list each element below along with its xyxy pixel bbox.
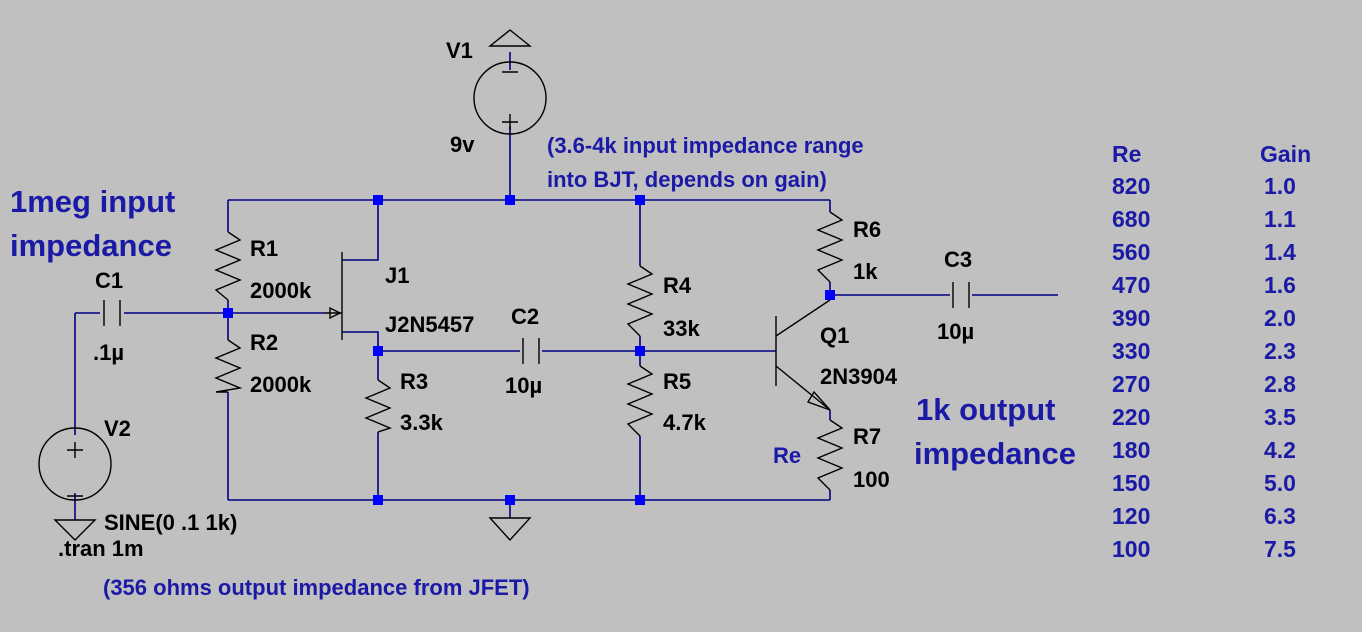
v2-value: SINE(0 .1 1k) [104,510,237,535]
r6-resistor-symbol [816,211,844,283]
r2-resistor-symbol [214,339,243,393]
ground-symbol-center [488,517,532,542]
r4-resistor-symbol [626,265,654,337]
c1-value: .1µ [93,340,124,365]
r6-value: 1k [853,259,878,284]
c2-name: C2 [511,304,539,329]
tran-directive: .tran 1m [58,536,144,561]
table-cell-gain: 1.0 [1264,173,1296,199]
table-cell-re: 820 [1112,173,1150,199]
note-bjt-input-line1: (3.6-4k input impedance range [547,133,864,158]
r7-resistor-symbol [816,419,844,491]
q1-value: 2N3904 [820,364,898,389]
note-jfet-output: (356 ohms output impedance from JFET) [103,575,530,600]
j1-value: J2N5457 [385,312,474,337]
r1-resistor-symbol [214,231,242,301]
c1-name: C1 [95,268,123,293]
r5-value: 4.7k [663,410,707,435]
r7-name: R7 [853,424,881,449]
note-output-impedance-line1: 1k output [916,392,1056,427]
table-cell-re: 330 [1112,338,1150,364]
r3-resistor-symbol [364,379,392,433]
c2-capacitor-symbol [522,338,540,364]
table-header-gain: Gain [1260,141,1311,167]
table-cell-re: 100 [1112,536,1150,562]
table-cell-re: 120 [1112,503,1150,529]
table-cell-gain: 6.3 [1264,503,1296,529]
table-cell-gain: 1.6 [1264,272,1296,298]
r3-name: R3 [400,369,428,394]
j1-name: J1 [385,263,409,288]
c3-name: C3 [944,247,972,272]
table-cell-re: 470 [1112,272,1150,298]
q1-bjt-symbol [775,299,831,411]
r7-value: 100 [853,467,890,492]
note-input-impedance-line1: 1meg input [10,184,175,219]
r3-value: 3.3k [400,410,444,435]
table-cell-gain: 2.8 [1264,371,1296,397]
c2-value: 10µ [505,373,542,398]
note-input-impedance-line2: impedance [10,228,172,263]
r4-value: 33k [663,316,700,341]
r5-name: R5 [663,369,691,394]
table-cell-gain: 1.1 [1264,206,1296,232]
table-cell-gain: 7.5 [1264,536,1296,562]
table-cell-re: 220 [1112,404,1150,430]
table-cell-re: 270 [1112,371,1150,397]
note-bjt-input-line2: into BJT, depends on gain) [547,167,827,192]
table-cell-re: 680 [1112,206,1150,232]
v1-name: V1 [446,38,473,63]
table-cell-re: 560 [1112,239,1150,265]
q1-name: Q1 [820,323,849,348]
table-cell-gain: 2.3 [1264,338,1296,364]
table-cell-gain: 4.2 [1264,437,1296,463]
r7-alias-label: Re [773,443,801,468]
table-cell-re: 180 [1112,437,1150,463]
ground-symbol-left [53,519,97,541]
j1-jfet-symbol [324,252,343,340]
c1-capacitor-symbol [103,300,121,326]
r5-resistor-symbol [626,365,654,437]
table-cell-gain: 5.0 [1264,470,1296,496]
r6-name: R6 [853,217,881,242]
note-output-impedance-line2: impedance [914,436,1076,471]
v2-name: V2 [104,416,131,441]
v2-source-symbol [38,427,112,501]
v1-value: 9v [450,132,475,157]
table-cell-re: 150 [1112,470,1150,496]
re-gain-table: Re Gain 820 1.0 680 1.1 560 1.4 470 1.6 390 2.0 33… [1112,141,1311,562]
table-rows: 820 1.0 680 1.1 560 1.4 470 1.6 390 2.0 330 2.3 270 2… [1112,173,1296,562]
r1-value: 2000k [250,278,312,303]
table-cell-gain: 2.0 [1264,305,1296,331]
r4-name: R4 [663,273,692,298]
v1-source-symbol [473,29,547,135]
table-cell-re: 390 [1112,305,1150,331]
table-cell-gain: 1.4 [1264,239,1296,265]
r1-name: R1 [250,236,278,261]
c3-capacitor-symbol [952,282,970,308]
wires [74,52,1058,520]
table-cell-gain: 3.5 [1264,404,1296,430]
junctions [223,195,835,505]
r2-name: R2 [250,330,278,355]
c3-value: 10µ [937,319,974,344]
r2-value: 2000k [250,372,312,397]
table-header-re: Re [1112,141,1141,167]
